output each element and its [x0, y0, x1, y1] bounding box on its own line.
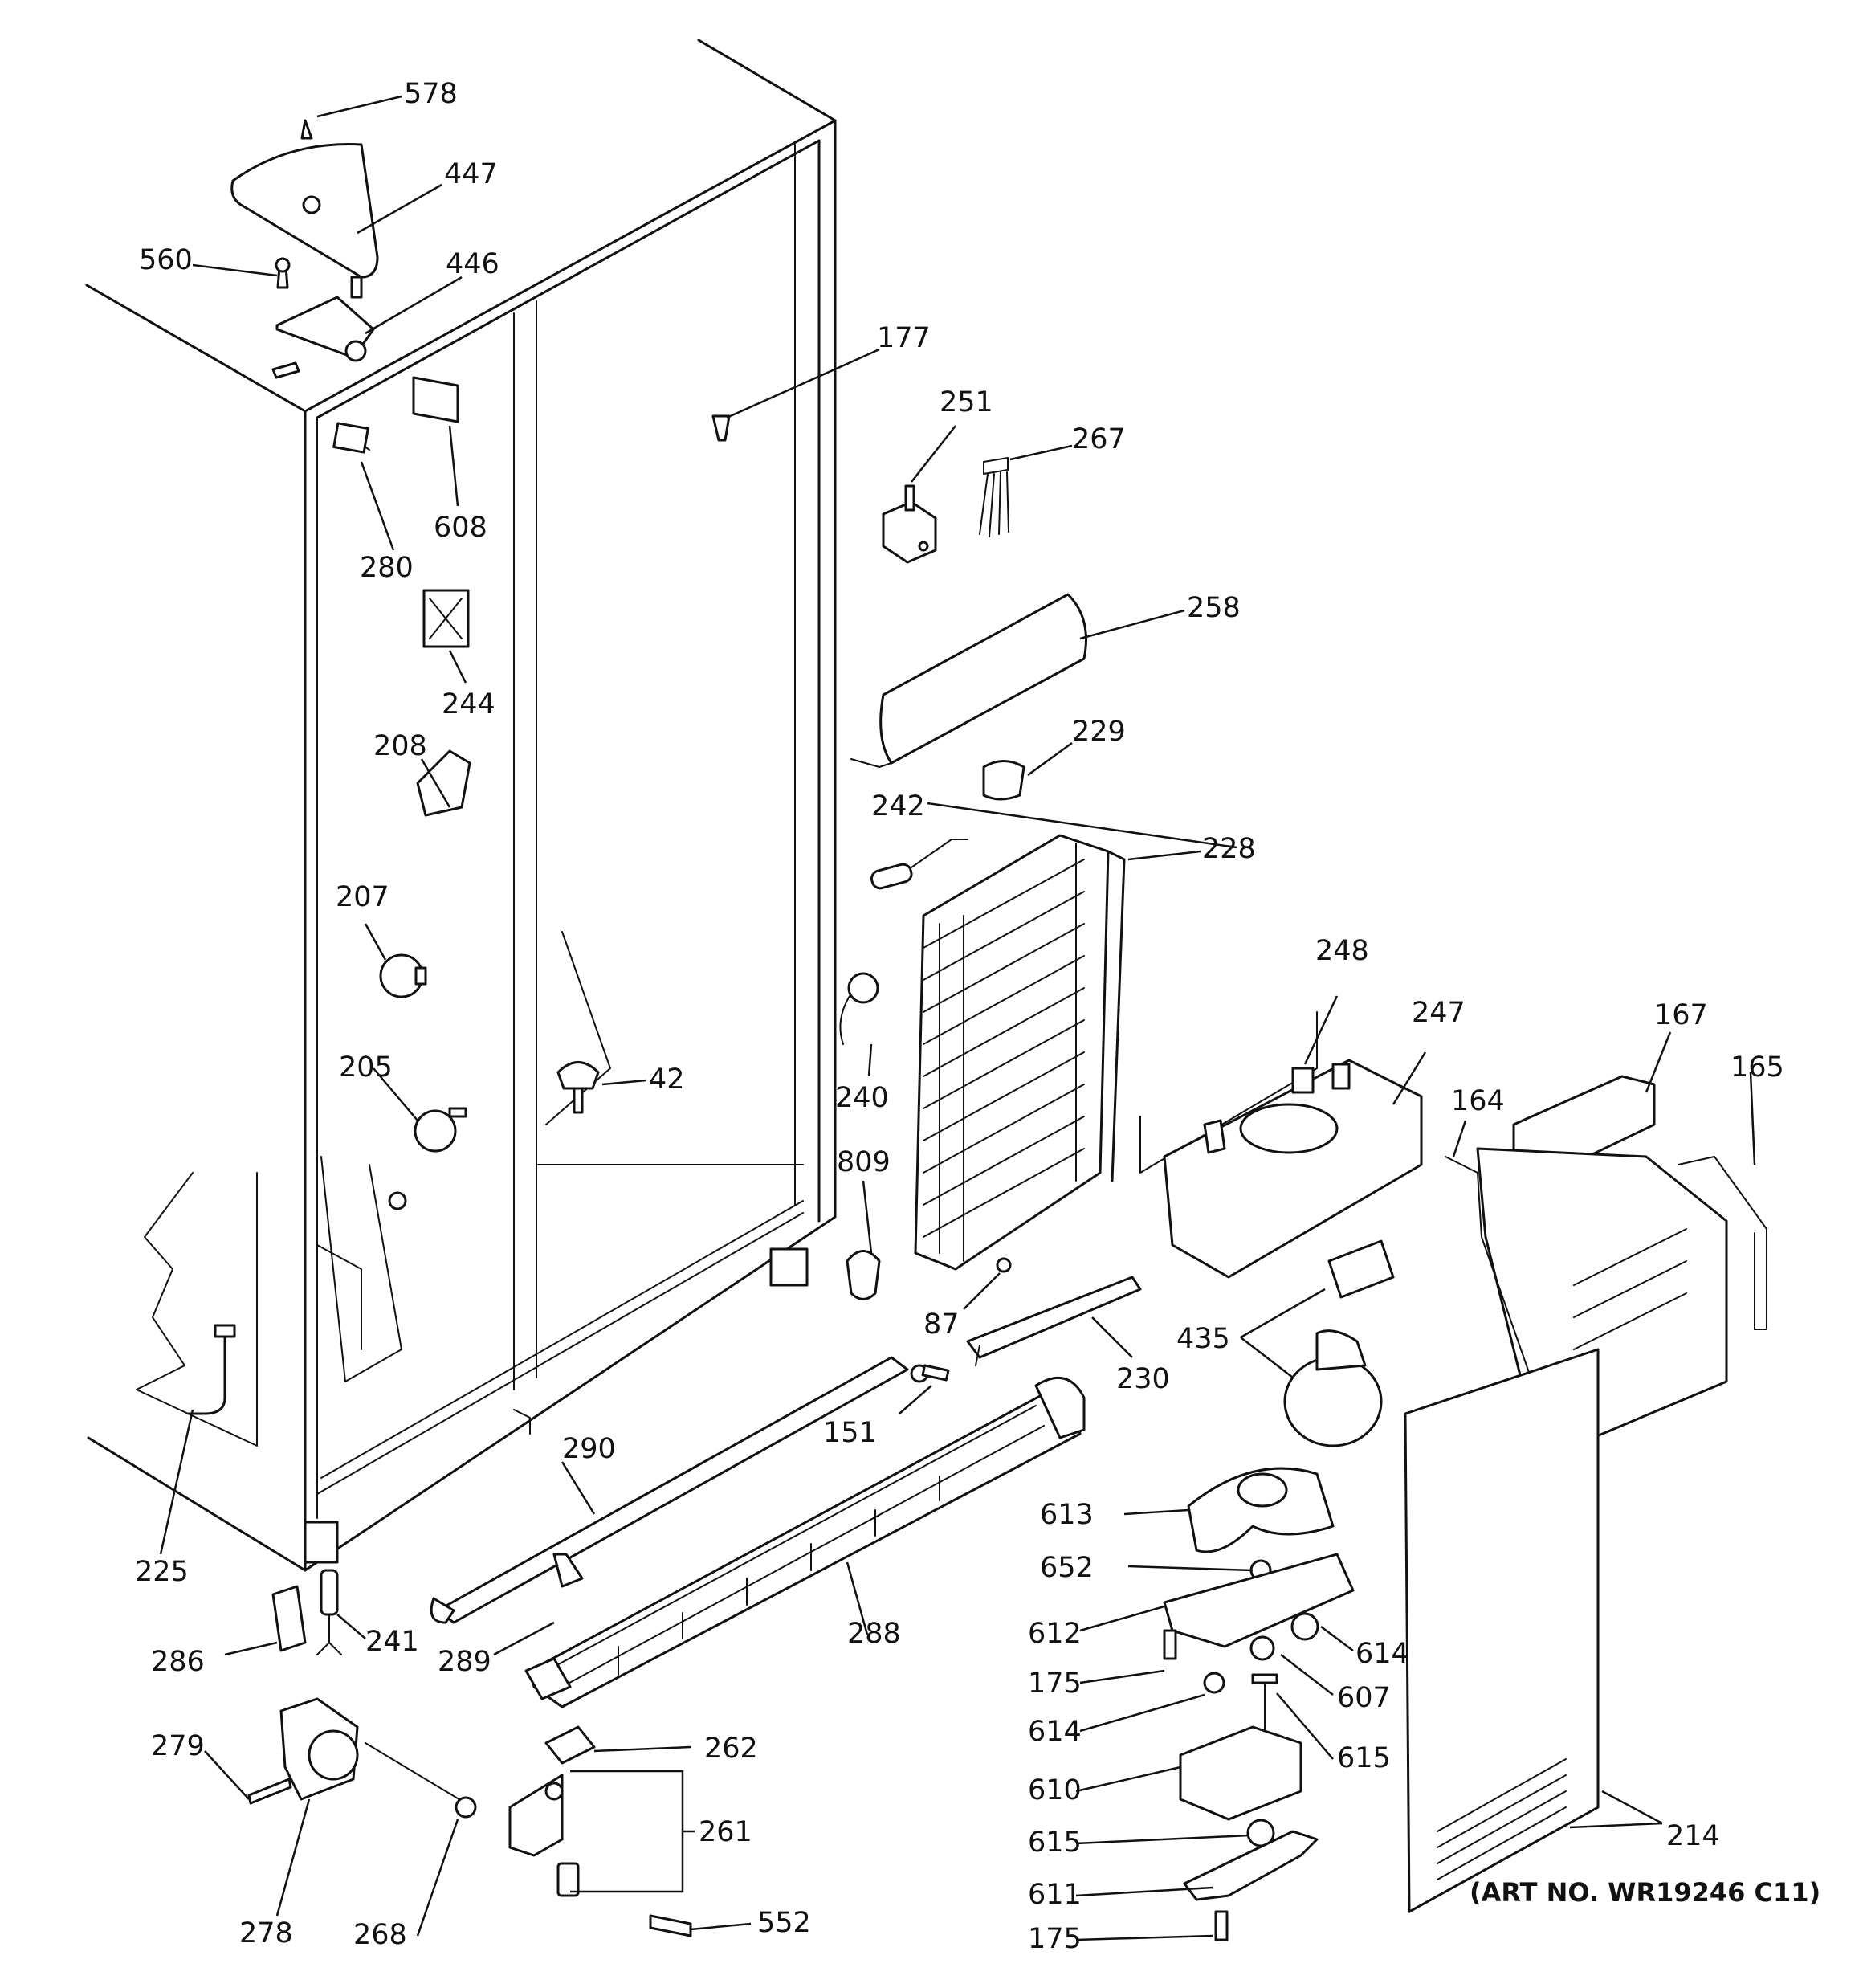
- callout-164: 164: [1451, 1085, 1505, 1117]
- callout-809: 809: [837, 1146, 891, 1178]
- callout-242: 242: [871, 790, 925, 823]
- callout-230: 230: [1116, 1363, 1170, 1395]
- cabinet-body: [85, 39, 837, 1572]
- control-box-and-harness: [882, 457, 1009, 564]
- callout-288: 288: [847, 1618, 901, 1650]
- callout-279: 279: [151, 1730, 205, 1762]
- callout-151: 151: [823, 1417, 877, 1449]
- callout-208: 208: [373, 730, 427, 762]
- evaporator: [914, 834, 1126, 1271]
- callout-278: 278: [239, 1917, 293, 1949]
- callout-225: 225: [135, 1556, 189, 1588]
- leader-lines: [159, 95, 1756, 1941]
- clip-229: [982, 760, 1025, 801]
- callout-175: 175: [1028, 1668, 1082, 1700]
- callout-244: 244: [442, 688, 495, 720]
- hinge-bracket-parts: [508, 1725, 692, 1937]
- callout-labels: 578 447 560 446 177 251 267 280 608 244 …: [135, 78, 1820, 1955]
- callout-289: 289: [438, 1646, 491, 1678]
- callout-560: 560: [139, 244, 193, 276]
- callout-578: 578: [404, 78, 458, 110]
- rear-duct-and-panels: [1404, 1075, 1767, 1913]
- callout-175: 175: [1028, 1923, 1082, 1955]
- callout-614: 614: [1028, 1716, 1082, 1748]
- callout-613: 613: [1040, 1499, 1094, 1531]
- evaporator-shield: [850, 593, 1087, 768]
- callout-228: 228: [1202, 833, 1256, 865]
- grille-288: [524, 1376, 1086, 1708]
- callout-615: 615: [1337, 1742, 1391, 1774]
- art-number: (ART NO. WR19246 C11): [1470, 1877, 1820, 1908]
- callout-240: 240: [835, 1082, 889, 1114]
- callout-251: 251: [940, 386, 993, 418]
- callout-229: 229: [1072, 716, 1126, 748]
- callout-267: 267: [1072, 423, 1126, 455]
- callout-167: 167: [1654, 999, 1708, 1031]
- sensors-and-thermostat: [839, 839, 968, 1300]
- roller-and-leveler-parts: [247, 1569, 477, 1819]
- callout-205: 205: [339, 1051, 393, 1084]
- callout-607: 607: [1337, 1682, 1391, 1714]
- callout-207: 207: [336, 881, 389, 913]
- callout-614: 614: [1355, 1638, 1409, 1670]
- callout-241: 241: [365, 1626, 419, 1658]
- callout-447: 447: [444, 158, 498, 190]
- callout-258: 258: [1187, 592, 1241, 624]
- callout-268: 268: [353, 1919, 407, 1951]
- callout-262: 262: [704, 1733, 758, 1765]
- callout-177: 177: [877, 322, 931, 354]
- fan-motor-assembly: [1163, 1467, 1355, 1941]
- side-panel-tube: [136, 1172, 258, 1447]
- callout-165: 165: [1731, 1051, 1784, 1084]
- callout-290: 290: [562, 1433, 616, 1465]
- callout-615: 615: [1028, 1827, 1082, 1859]
- callout-610: 610: [1028, 1774, 1082, 1806]
- callout-247: 247: [1412, 997, 1466, 1029]
- callout-87: 87: [923, 1308, 960, 1341]
- top-hinge-assembly: [230, 119, 379, 379]
- callout-612: 612: [1028, 1618, 1082, 1650]
- callout-435: 435: [1176, 1323, 1230, 1355]
- callout-286: 286: [151, 1646, 205, 1678]
- interior-controls: [332, 376, 731, 1210]
- light-socket-and-bulb: [1283, 1239, 1395, 1447]
- callout-261: 261: [699, 1816, 752, 1848]
- callout-608: 608: [434, 512, 487, 544]
- callout-652: 652: [1040, 1552, 1094, 1584]
- callout-611: 611: [1028, 1879, 1082, 1911]
- callout-446: 446: [446, 248, 499, 280]
- callout-280: 280: [360, 552, 414, 584]
- callout-552: 552: [757, 1907, 811, 1939]
- callout-214: 214: [1666, 1820, 1720, 1852]
- callout-42: 42: [649, 1063, 685, 1096]
- fan-housing: [1139, 1011, 1423, 1279]
- callout-248: 248: [1315, 935, 1369, 967]
